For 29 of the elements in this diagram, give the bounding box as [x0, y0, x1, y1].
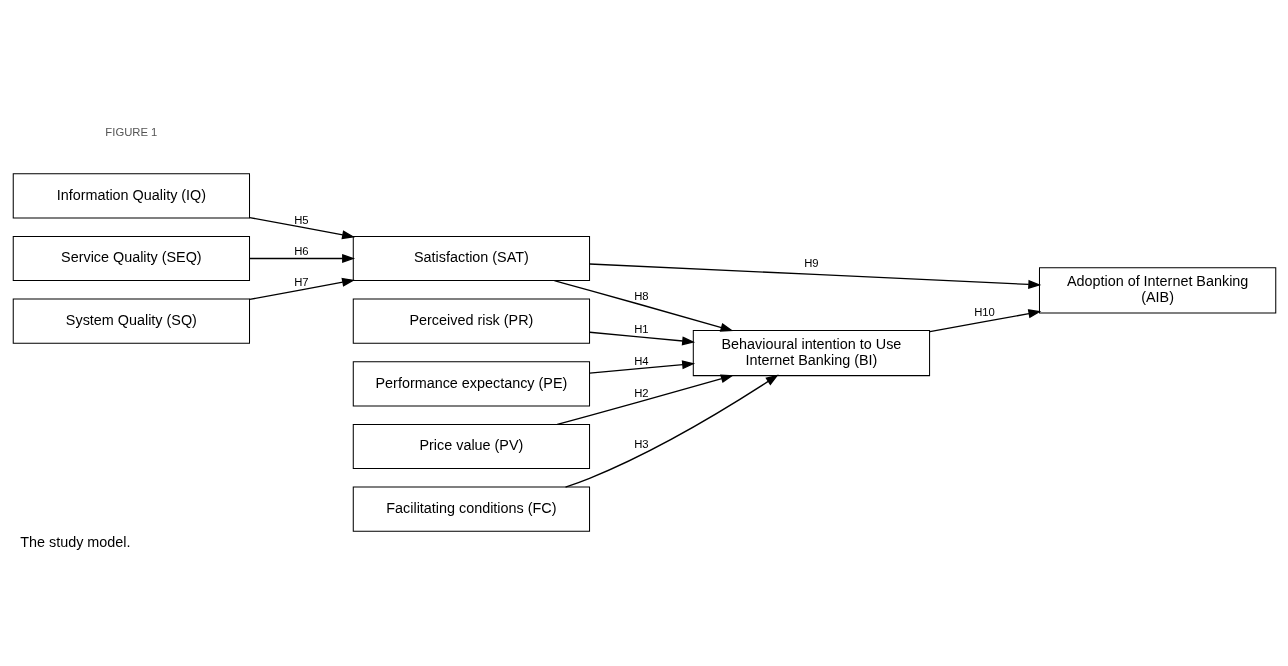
arrow	[248, 254, 355, 264]
node-box: Perceived risk (PR)	[352, 298, 590, 344]
node-box: Adoption of Internet Banking (AIB)	[1038, 267, 1276, 314]
edge-label: H6	[293, 245, 309, 258]
caption: The study model.	[19, 533, 131, 550]
edge-label: H9	[803, 256, 819, 269]
node-box: Facilitating conditions (FC)	[352, 486, 590, 532]
arrow	[588, 360, 695, 374]
edge-label: H7	[293, 276, 309, 289]
node-box: Behavioural intention to Use Internet Banking (BI)	[692, 329, 930, 377]
arrow	[248, 277, 355, 301]
arrow	[588, 331, 695, 346]
edge-label: H8	[633, 290, 649, 303]
edge-label: H2	[633, 387, 649, 399]
edge-label: H3	[633, 438, 649, 451]
node-box: Price value (PV)	[352, 423, 590, 470]
node-box: System Quality (SQ)	[12, 298, 250, 344]
arrow	[928, 309, 1041, 333]
edge-label: H1	[633, 323, 649, 336]
label: FIGURE 1	[104, 126, 157, 139]
node-box: Performance expectancy (PE)	[352, 361, 590, 407]
edge-label: H5	[293, 214, 309, 227]
node-box: Satisfaction (SAT)	[352, 235, 590, 282]
node-box: Information Quality (IQ)	[12, 173, 250, 219]
node-box: Service Quality (SEQ)	[12, 235, 250, 282]
edge-label: H10	[973, 305, 995, 318]
arrow	[248, 216, 355, 240]
edge-label: H4	[633, 355, 649, 368]
arrow	[588, 263, 1041, 289]
